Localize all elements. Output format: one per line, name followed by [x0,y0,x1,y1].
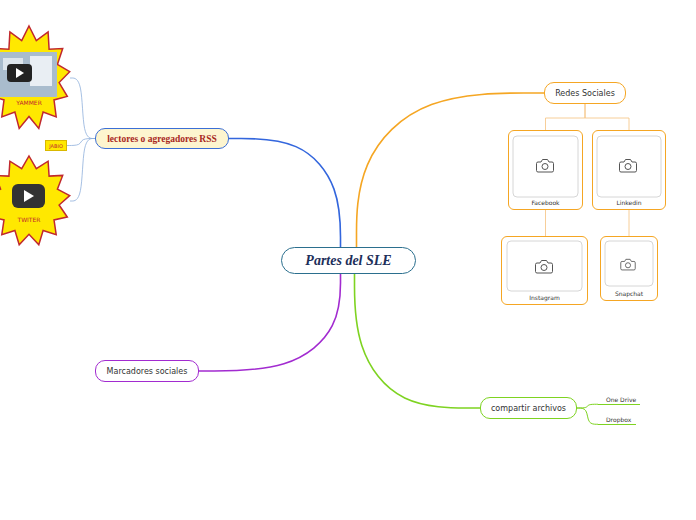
branch-line [70,139,95,202]
subtopic-line: One Drive [598,392,640,405]
topic-text: Dropbox [606,416,631,423]
image-placeholder [507,136,661,291]
starburst-topic: TWITER [0,156,70,246]
topic-text: YAMMER [16,99,42,106]
image-topic: Linkedin [592,130,666,210]
starburst-topic: YAMMER [0,26,70,130]
subtopic-line: Dropbox [598,412,636,425]
branch-line [70,78,95,139]
branch-line [229,139,341,248]
topic-text: Marcadores sociales [107,367,188,376]
image-topic: Snapchat [600,236,658,301]
video-thumbnail [0,52,57,97]
main-topic: lectores o agregadores RSS [95,128,229,149]
topic-text: TWITER [18,216,41,223]
topic-text: Redes Sociales [555,89,615,98]
image-topic: Facebook [508,130,583,210]
starburst-outline [0,26,70,129]
topic-text: JABIO [49,143,63,149]
starburst-outline [0,156,70,245]
topic-text: Instagram [529,294,560,301]
main-topic: Marcadores sociales [95,360,199,382]
small-label-box: JABIO [45,140,67,151]
topic-text: Partes del SLE [305,253,391,269]
topic-text: Linkedin [616,199,641,206]
branch-line [629,210,630,236]
main-topic: Redes Sociales [544,82,626,104]
image-topic: Instagram [501,236,588,305]
branch-line [585,104,629,130]
topic-text: One Drive [606,396,636,403]
starburst-shape [0,156,70,246]
branch-line [545,210,546,236]
video-thumbnail [12,184,45,208]
starburst-shape [0,26,70,130]
main-topic: compartir archivos [480,397,577,419]
branch-line [355,274,481,408]
topic-text: lectores o agregadores RSS [107,134,217,144]
branch-line [546,104,586,130]
central-topic: Partes del SLE [281,247,416,274]
topic-text: Snapchat [615,290,643,297]
branch-line [199,274,341,371]
branch-line [577,408,598,424]
branch-line [67,139,95,146]
topic-text: Facebook [531,199,559,206]
branch-line [577,404,598,408]
topic-text: compartir archivos [491,404,566,413]
